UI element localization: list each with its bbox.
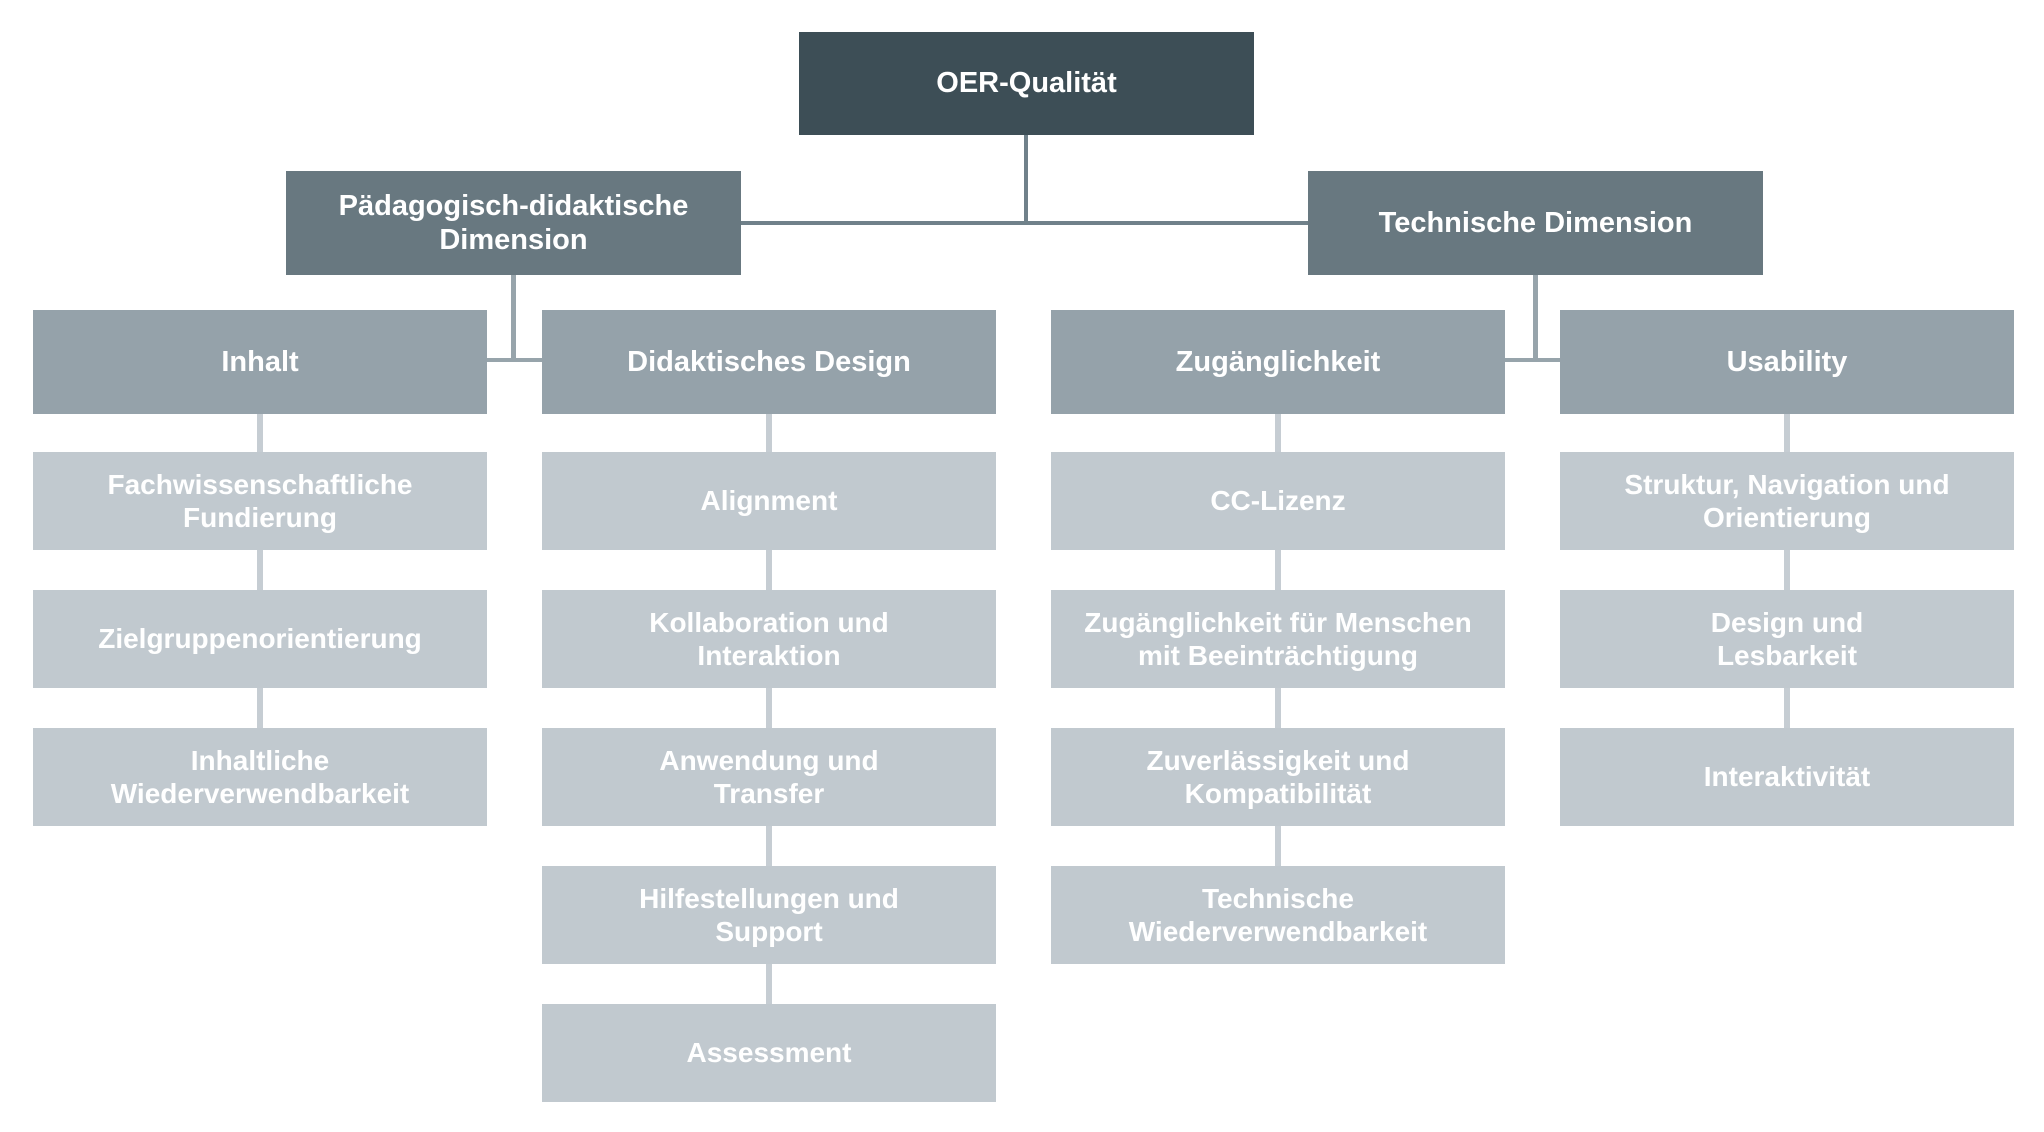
- connector-col1-seg3: [257, 688, 263, 728]
- root-box-oer-qualitaet: OER-Qualität: [799, 32, 1254, 135]
- category-box-usability: Usability: [1560, 310, 2014, 414]
- connector-col3-seg1: [1275, 414, 1281, 452]
- connector-root-vertical: [1024, 135, 1028, 223]
- criterion-box-anwendung-transfer: Anwendung und Transfer: [542, 728, 996, 826]
- dimension-box-paedagogisch-didaktisch: Pädagogisch-didaktische Dimension: [286, 171, 741, 275]
- connector-col4-seg1: [1784, 414, 1790, 452]
- connector-dim2-vertical: [1533, 275, 1538, 360]
- criterion-box-zielgruppenorientierung: Zielgruppenorientierung: [33, 590, 487, 688]
- connector-dim1-vertical: [511, 275, 516, 360]
- connector-col1-seg1: [257, 414, 263, 452]
- connector-col2-seg2: [766, 550, 772, 590]
- criterion-box-struktur-navigation-orientierung: Struktur, Navigation und Orientierung: [1560, 452, 2014, 550]
- connector-dim2-horizontal: [1505, 358, 1560, 362]
- connector-col3-seg3: [1275, 688, 1281, 728]
- criterion-box-inhaltliche-wiederverwendbarkeit: Inhaltliche Wiederverwendbarkeit: [33, 728, 487, 826]
- connector-dim1-horizontal: [487, 358, 542, 362]
- category-box-didaktisches-design: Didaktisches Design: [542, 310, 996, 414]
- criterion-box-hilfestellungen-support: Hilfestellungen und Support: [542, 866, 996, 964]
- connector-col2-seg3: [766, 688, 772, 728]
- criterion-box-design-lesbarkeit: Design und Lesbarkeit: [1560, 590, 2014, 688]
- criterion-box-interaktivitaet: Interaktivität: [1560, 728, 2014, 826]
- criterion-box-kollaboration-interaktion: Kollaboration und Interaktion: [542, 590, 996, 688]
- criterion-box-assessment: Assessment: [542, 1004, 996, 1102]
- connector-col4-seg3: [1784, 688, 1790, 728]
- criterion-box-zugaenglichkeit-menschen-beeintraechtigung: Zugänglichkeit für Menschen mit Beeinträ…: [1051, 590, 1505, 688]
- connector-col4-seg2: [1784, 550, 1790, 590]
- criterion-box-technische-wiederverwendbarkeit: Technische Wiederverwendbarkeit: [1051, 866, 1505, 964]
- criterion-box-zuverlaessigkeit-kompatibilitaet: Zuverlässigkeit und Kompatibilität: [1051, 728, 1505, 826]
- criterion-box-cc-lizenz: CC-Lizenz: [1051, 452, 1505, 550]
- connector-col2-seg4: [766, 826, 772, 866]
- connector-col3-seg2: [1275, 550, 1281, 590]
- criterion-box-alignment: Alignment: [542, 452, 996, 550]
- connector-col3-seg4: [1275, 826, 1281, 866]
- dimension-box-technisch: Technische Dimension: [1308, 171, 1763, 275]
- connector-dimensions-horizontal: [741, 221, 1308, 225]
- criterion-box-fachwissenschaftliche-fundierung: Fachwissenschaftliche Fundierung: [33, 452, 487, 550]
- connector-col2-seg5: [766, 964, 772, 1004]
- connector-col1-seg2: [257, 550, 263, 590]
- category-box-inhalt: Inhalt: [33, 310, 487, 414]
- connector-col2-seg1: [766, 414, 772, 452]
- category-box-zugaenglichkeit: Zugänglichkeit: [1051, 310, 1505, 414]
